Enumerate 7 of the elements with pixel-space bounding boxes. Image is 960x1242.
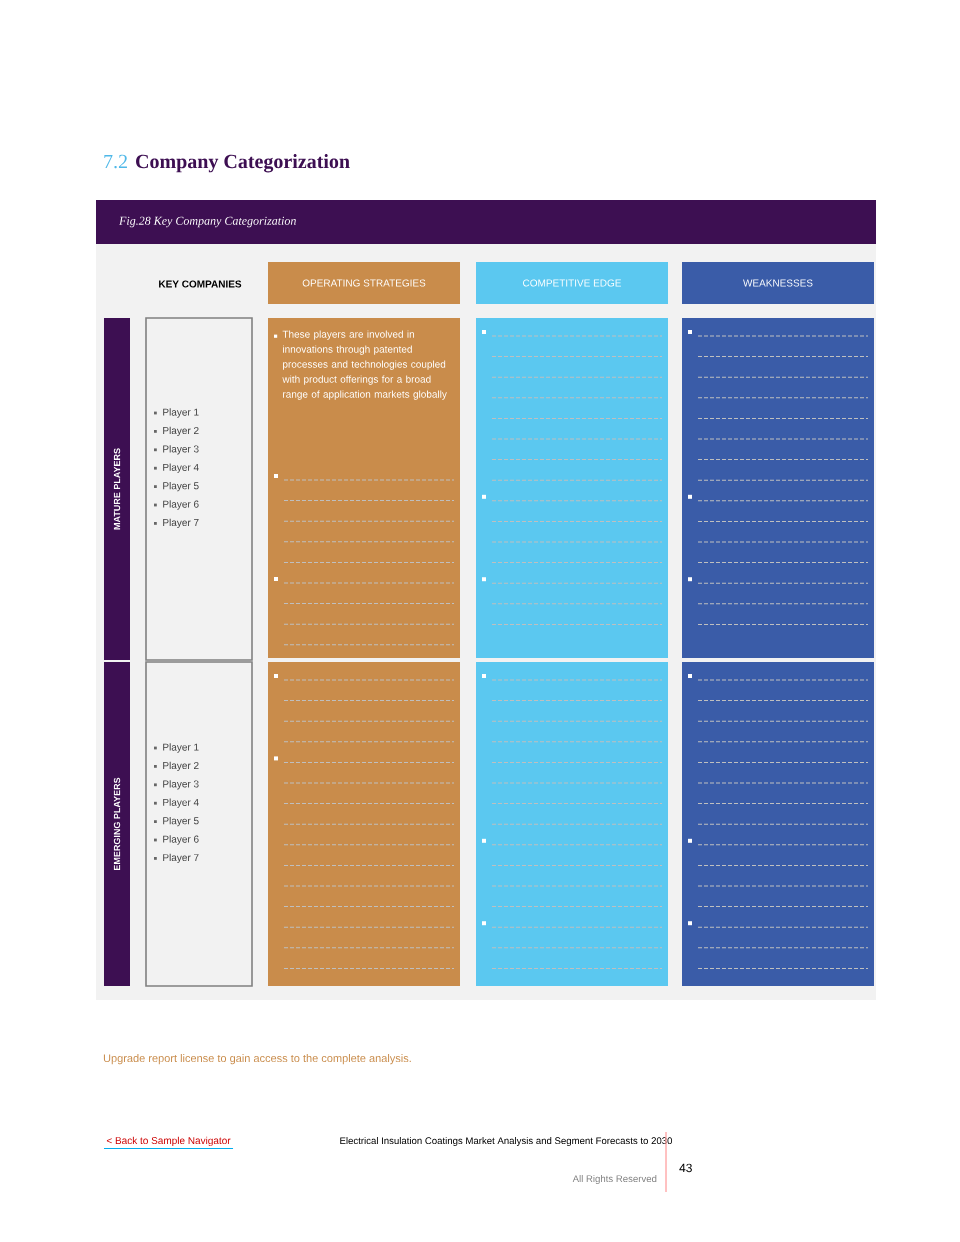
placeholder-cell [268,662,460,986]
placeholder-cell [682,662,874,986]
section-title: Company Categorization [136,154,350,173]
placeholder-cell [476,662,668,986]
placeholder-cell [476,318,668,658]
section-number: 7.2 [104,154,127,169]
placeholder-cell [682,318,874,658]
